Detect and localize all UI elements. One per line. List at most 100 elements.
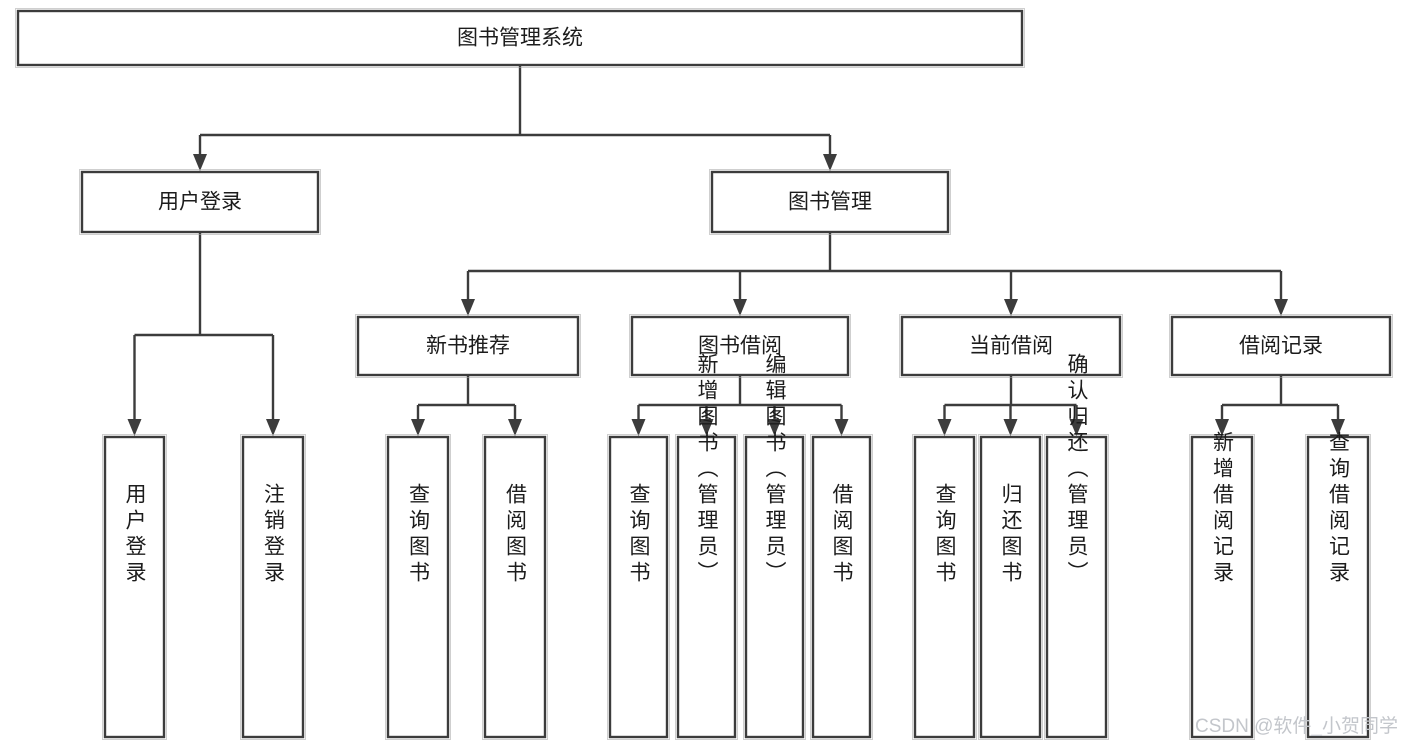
box-halo — [15, 8, 1025, 68]
leaf-node-0-用户登录[interactable]: 用户登录 — [102, 434, 167, 740]
box-outline — [900, 315, 1122, 377]
box-halo — [629, 314, 851, 378]
box-halo — [978, 434, 1043, 740]
arrow-head-icon — [411, 419, 425, 436]
node-label: 借阅图书 — [830, 483, 854, 587]
node-label: 借阅记录 — [1239, 335, 1323, 358]
node-label: 新增图书（管理员） — [695, 353, 719, 587]
arrow-head-icon — [699, 419, 714, 436]
box-halo — [743, 434, 806, 740]
box-halo — [1189, 434, 1255, 740]
connector-layer — [127, 65, 1345, 436]
leaf-node-6-编辑图书（管理员）[interactable]: 编辑图书（管理员） — [743, 353, 806, 740]
leaf-node-1-注销登录[interactable]: 注销登录 — [240, 434, 306, 740]
box-outline — [608, 435, 669, 739]
level3-node-图书借阅[interactable]: 图书借阅 — [629, 314, 851, 378]
box-outline — [913, 435, 976, 739]
leaf-node-3-借阅图书[interactable]: 借阅图书 — [482, 434, 548, 740]
box-halo — [240, 434, 306, 740]
arrow-head-icon — [834, 419, 849, 436]
box-outline — [710, 170, 950, 234]
node-label: 归还图书 — [999, 483, 1023, 587]
box-halo — [1044, 434, 1109, 740]
leaf-node-7-借阅图书[interactable]: 借阅图书 — [810, 434, 873, 740]
arrow-head-icon — [767, 419, 782, 436]
box-halo — [355, 314, 581, 378]
leaf-node-8-查询图书[interactable]: 查询图书 — [912, 434, 977, 740]
arrow-head-icon — [733, 299, 747, 316]
box-halo — [385, 434, 451, 740]
leaf-node-4-查询图书[interactable]: 查询图书 — [607, 434, 670, 740]
box-halo — [810, 434, 873, 740]
node-label: 新书推荐 — [426, 335, 510, 358]
arrow-head-icon — [1215, 419, 1229, 436]
box-outline — [386, 435, 450, 739]
leaf-node-12-查询借阅记录[interactable]: 查询借阅记录 — [1305, 431, 1371, 740]
box-halo — [79, 169, 321, 235]
node-label: 编辑图书（管理员） — [763, 353, 787, 587]
arrow-head-icon — [631, 419, 646, 436]
arrow-head-icon — [823, 154, 837, 171]
box-outline — [1190, 435, 1254, 739]
level3-node-新书推荐[interactable]: 新书推荐 — [355, 314, 581, 378]
box-outline — [103, 435, 166, 739]
node-label: 新增借阅记录 — [1211, 431, 1235, 587]
node-label: 查询图书 — [407, 483, 431, 587]
node-label: 注销登录 — [262, 483, 286, 587]
box-outline — [483, 435, 547, 739]
box-halo — [709, 169, 951, 235]
leaf-node-2-查询图书[interactable]: 查询图书 — [385, 434, 451, 740]
node-label: 确认归还（管理员） — [1065, 353, 1089, 587]
node-label: 图书借阅 — [698, 335, 782, 358]
box-outline — [1170, 315, 1392, 377]
box-outline — [1045, 435, 1108, 739]
level3-node-借阅记录[interactable]: 借阅记录 — [1169, 314, 1393, 378]
arrow-head-icon — [508, 419, 522, 436]
box-outline — [1306, 435, 1370, 739]
box-outline — [16, 9, 1024, 67]
level2-node-用户登录[interactable]: 用户登录 — [79, 169, 321, 235]
box-outline — [630, 315, 850, 377]
box-outline — [241, 435, 305, 739]
arrow-head-icon — [1069, 419, 1084, 436]
box-halo — [482, 434, 548, 740]
arrow-head-icon — [1003, 419, 1018, 436]
csdn-watermark: CSDN @软件_小贺同学 — [1195, 715, 1398, 737]
box-outline — [811, 435, 872, 739]
node-label: 图书管理 — [788, 191, 872, 214]
node-label: 用户登录 — [158, 191, 242, 214]
node-layer: 图书管理系统用户登录图书管理新书推荐图书借阅当前借阅借阅记录用户登录注销登录查询… — [15, 8, 1393, 740]
node-label: 查询图书 — [933, 483, 957, 587]
leaf-node-5-新增图书（管理员）[interactable]: 新增图书（管理员） — [675, 353, 738, 740]
box-halo — [912, 434, 977, 740]
leaf-node-10-确认归还（管理员）[interactable]: 确认归还（管理员） — [1044, 353, 1109, 740]
box-halo — [675, 434, 738, 740]
box-outline — [676, 435, 737, 739]
leaf-node-9-归还图书[interactable]: 归还图书 — [978, 434, 1043, 740]
box-outline — [979, 435, 1042, 739]
arrow-head-icon — [1274, 299, 1288, 316]
node-label: 当前借阅 — [969, 335, 1053, 358]
arrow-head-icon — [461, 299, 475, 316]
box-halo — [899, 314, 1123, 378]
node-label: 图书管理系统 — [457, 27, 583, 50]
level3-node-当前借阅[interactable]: 当前借阅 — [899, 314, 1123, 378]
arrow-head-icon — [193, 154, 207, 171]
box-halo — [1169, 314, 1393, 378]
leaf-node-11-新增借阅记录[interactable]: 新增借阅记录 — [1189, 431, 1255, 740]
box-halo — [607, 434, 670, 740]
node-label: 借阅图书 — [504, 483, 528, 587]
arrow-head-icon — [1004, 299, 1018, 316]
node-label: 查询借阅记录 — [1327, 431, 1351, 587]
arrow-head-icon — [266, 419, 280, 436]
box-outline — [744, 435, 805, 739]
level2-node-图书管理[interactable]: 图书管理 — [709, 169, 951, 235]
box-halo — [102, 434, 167, 740]
arrow-head-icon — [937, 419, 952, 436]
arrow-head-icon — [127, 419, 142, 436]
box-outline — [356, 315, 580, 377]
box-outline — [80, 170, 320, 234]
node-label: 用户登录 — [123, 483, 147, 587]
